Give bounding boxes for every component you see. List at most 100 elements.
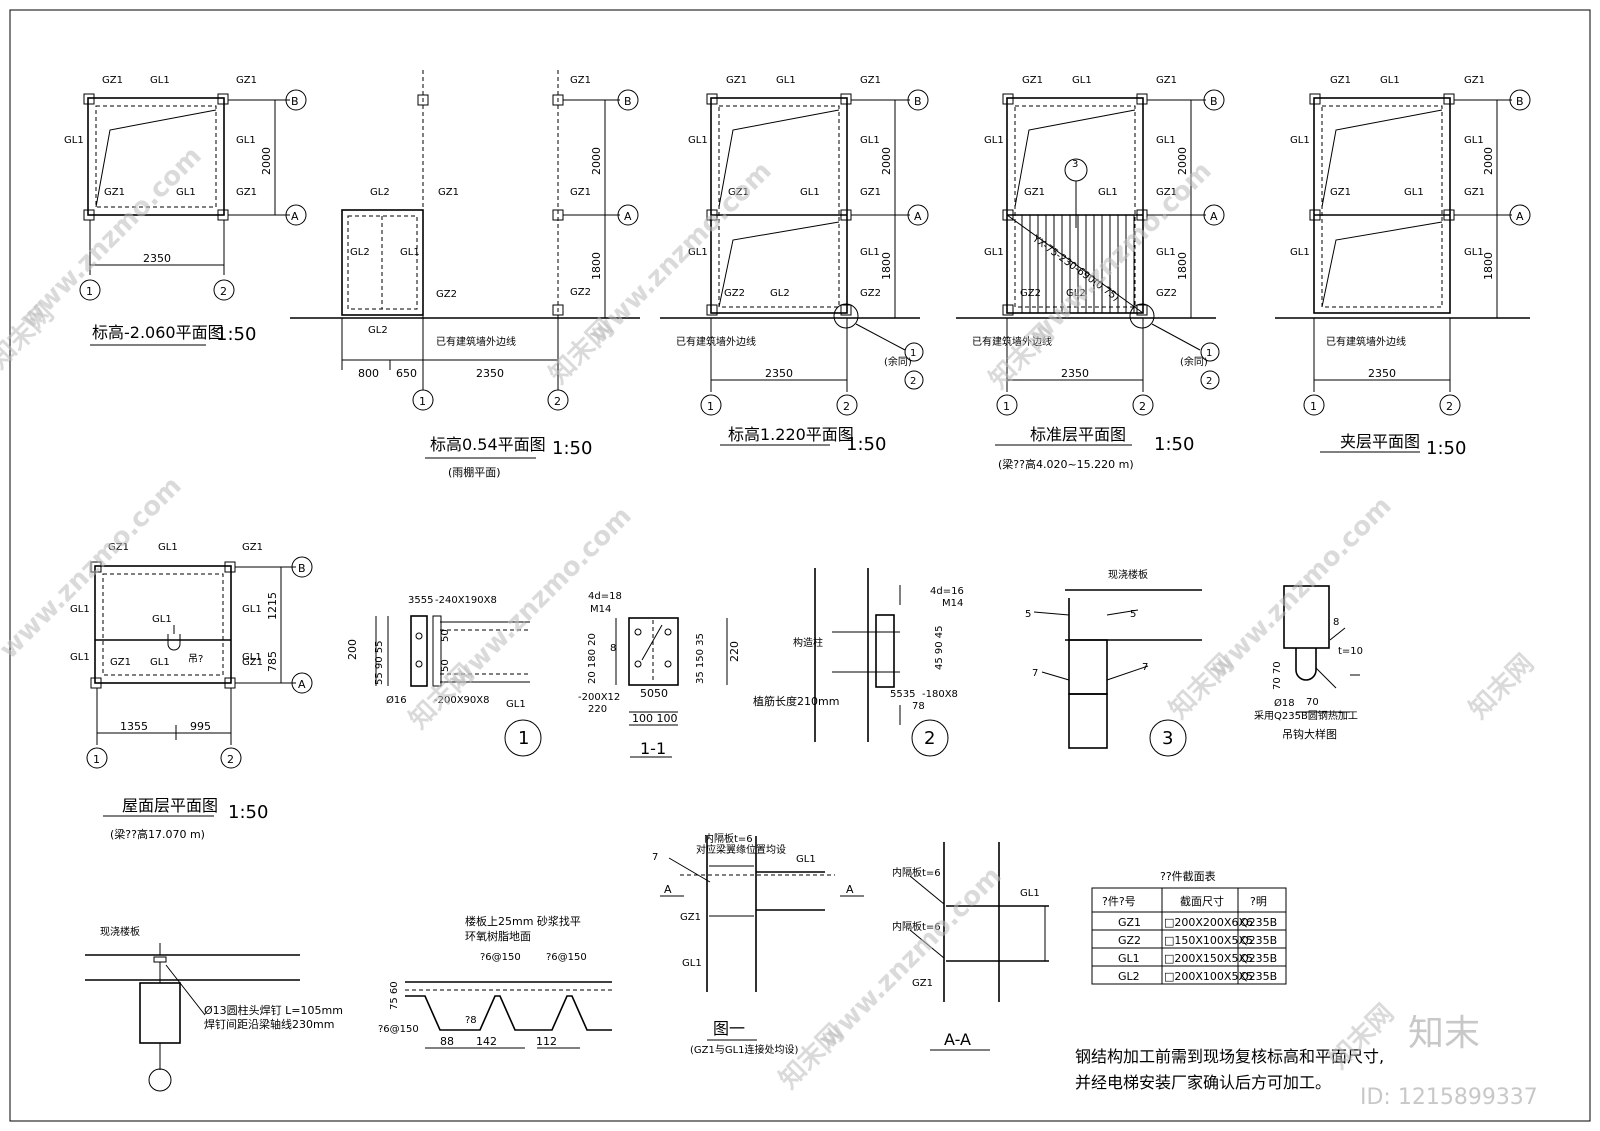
hook-dim: 70 (1306, 697, 1319, 708)
plan-note: (梁??高17.070 m) (110, 827, 205, 841)
fig1-weld: 7 (652, 852, 658, 863)
dim-1800: 1800 (1482, 252, 1495, 280)
deck-dim: 75 60 (389, 981, 400, 1010)
gl2-label: GL2 (368, 325, 388, 336)
d1-member: GL1 (506, 699, 526, 710)
watermark: www.znzmo.com (814, 861, 1008, 1055)
table-cell: □150X100X5X5 (1164, 934, 1253, 947)
d1-plate: -200X90X8 (434, 695, 489, 706)
d2-column: 构造柱 (793, 636, 823, 649)
table-cell: Q235B (1240, 934, 1277, 947)
hook-detail: 8 t=10 70 70 Ø18 70 采用Q235B圆钢热加工 吊钩大样图 (1254, 585, 1363, 741)
gz2-label: GZ2 (724, 288, 745, 299)
gz2-label: GZ2 (1156, 288, 1177, 299)
hook-thickness: t=10 (1338, 646, 1363, 657)
detail-1-1: 4d=18 M14 20 180 20 35 150 35 220 -200X1… (578, 591, 741, 758)
deck-dim: 112 (536, 1035, 557, 1048)
dim-1355: 1355 (120, 720, 148, 733)
d2-dim: 5535 (890, 689, 915, 700)
axis-b-label: B (1210, 95, 1218, 108)
d3-weld: 7 (1142, 662, 1148, 673)
d11-dim: 20 180 20 (587, 633, 598, 684)
stud-spacing: 焊钉间距沿梁轴线230mm (204, 1017, 334, 1031)
dim-2000: 2000 (590, 147, 603, 175)
plan-title: 标高1.220平面图 (728, 425, 854, 444)
watermark: www.znzmo.com (1204, 491, 1398, 685)
detail-ref: 2 (1206, 376, 1212, 387)
gl1-label: GL1 (152, 614, 172, 625)
detail-tag: 1-1 (640, 739, 666, 758)
detail-1: 3555 -240X190X8 200 55 90 55 50 50 Ø16 -… (346, 595, 542, 757)
axis-b-label: B (298, 562, 306, 575)
gz1-label: GZ1 (1464, 75, 1485, 86)
table-cell: GZ1 (1118, 916, 1141, 929)
stair-hatch (1006, 214, 1144, 314)
gz1-label: GZ1 (1022, 75, 1043, 86)
gl2-label: GL2 (350, 247, 370, 258)
stud-detail: 现浇楼板 Ø13圆柱头焊钉 L=105mm 焊钉间距沿梁轴线230mm (85, 925, 343, 1092)
d2-dim: 45 90 45 (934, 625, 945, 670)
gl1-label: GL1 (796, 854, 816, 865)
watermark: 知末网 (1464, 649, 1540, 725)
detail-2: 4d=16 M14 45 90 45 构造柱 植筋长度210mm 5535 -1… (753, 568, 964, 757)
note-line: 并经电梯安装厂家确认后方可加工。 (1075, 1073, 1331, 1092)
dim-2350: 2350 (1368, 367, 1396, 380)
d11-dim: 220 (728, 641, 741, 662)
plan-elev-minus-2060: GZ1 GL1 GZ1 GL1 GL1 GZ1 GL1 GZ1 B A 1 2 … (64, 75, 307, 346)
d1-dim: 50 (440, 629, 451, 642)
plan-roof: GZ1 GL1 GZ1 GL1 GL1 GL1 GL1 GL1 GZ1 GL1 … (70, 542, 313, 841)
d1-bolt: Ø16 (386, 694, 407, 706)
hook-label: 吊? (188, 653, 203, 665)
dim-650: 650 (396, 367, 417, 380)
plan-elev-1220: GZ1 GL1 GZ1 GL1 GL1 GZ1 GL1 GZ1 GL1 GL1 … (660, 75, 929, 455)
gl1-label: GL1 (1464, 247, 1484, 258)
gl1-label: GL1 (1380, 75, 1400, 86)
dim-1800: 1800 (880, 252, 893, 280)
plan-scale: 1:50 (1154, 434, 1194, 455)
table-cell: □200X100X5X5 (1164, 970, 1253, 983)
gz1-label: GZ1 (108, 542, 129, 553)
axis-1-label: 1 (86, 285, 93, 298)
table-cell: □200X200X6X6 (1164, 916, 1253, 929)
d1-plate: -240X190X8 (435, 595, 497, 606)
axis-a-label: A (914, 210, 922, 223)
gl1-label: GL1 (1020, 888, 1040, 899)
plan-title: 屋面层平面图 (122, 796, 218, 815)
aa-note: 内隔板t=6 (892, 920, 941, 933)
table-cell: □200X150X5X5 (1164, 952, 1253, 965)
gz1-label: GZ1 (242, 542, 263, 553)
detail-tag: 2 (924, 728, 935, 749)
plan-scale: 1:50 (216, 324, 256, 345)
gl1-label: GL1 (860, 247, 880, 258)
table-cell: Q235B (1240, 970, 1277, 983)
detail-3: 现浇楼板 5 5 7 7 3 (1025, 568, 1202, 757)
plan-elev-054: GZ1 GZ1 GZ2 GL2 GZ1 GL2 GL1 GZ2 GL2 已有建筑… (290, 70, 640, 479)
gl1-label: GL1 (1464, 135, 1484, 146)
aa-note: 内隔板t=6 (892, 866, 941, 879)
gl1-label: GL1 (1156, 247, 1176, 258)
watermark: www.znzmo.com (584, 156, 778, 350)
gz1-label: GZ1 (1330, 75, 1351, 86)
axis-b-label: B (914, 95, 922, 108)
gl1-label: GL1 (688, 135, 708, 146)
plan-title: 标高-2.060平面图 (92, 323, 224, 342)
dim-800: 800 (358, 367, 379, 380)
axis-2-label: 2 (1446, 400, 1453, 413)
figure-1: 内隔板t=6 对应梁翼缘位置均设 GL1 GZ1 GL1 A A 7 图一 (G… (652, 832, 864, 1056)
hook-dim: 70 70 (1272, 661, 1283, 690)
gl1-label: GL1 (1404, 187, 1424, 198)
plan-scale: 1:50 (846, 434, 886, 455)
table-cell: GZ2 (1118, 934, 1141, 947)
axis-2-label: 2 (220, 285, 227, 298)
axis-b-label: B (291, 95, 299, 108)
image-id: ID: 1215899337 (1360, 1085, 1538, 1110)
detail-ref: 2 (910, 376, 916, 387)
section-a-a: 内隔板t=6 内隔板t=6 GL1 GZ1 A-A (892, 842, 1049, 1051)
table-cell: Q235B (1240, 916, 1277, 929)
dim-2000: 2000 (880, 147, 893, 175)
gl2-label: GL2 (1066, 288, 1086, 299)
gl1-label: GL1 (158, 542, 178, 553)
d11-anchor: 4d=18 (588, 591, 622, 602)
gl1-label: GL1 (70, 652, 90, 663)
